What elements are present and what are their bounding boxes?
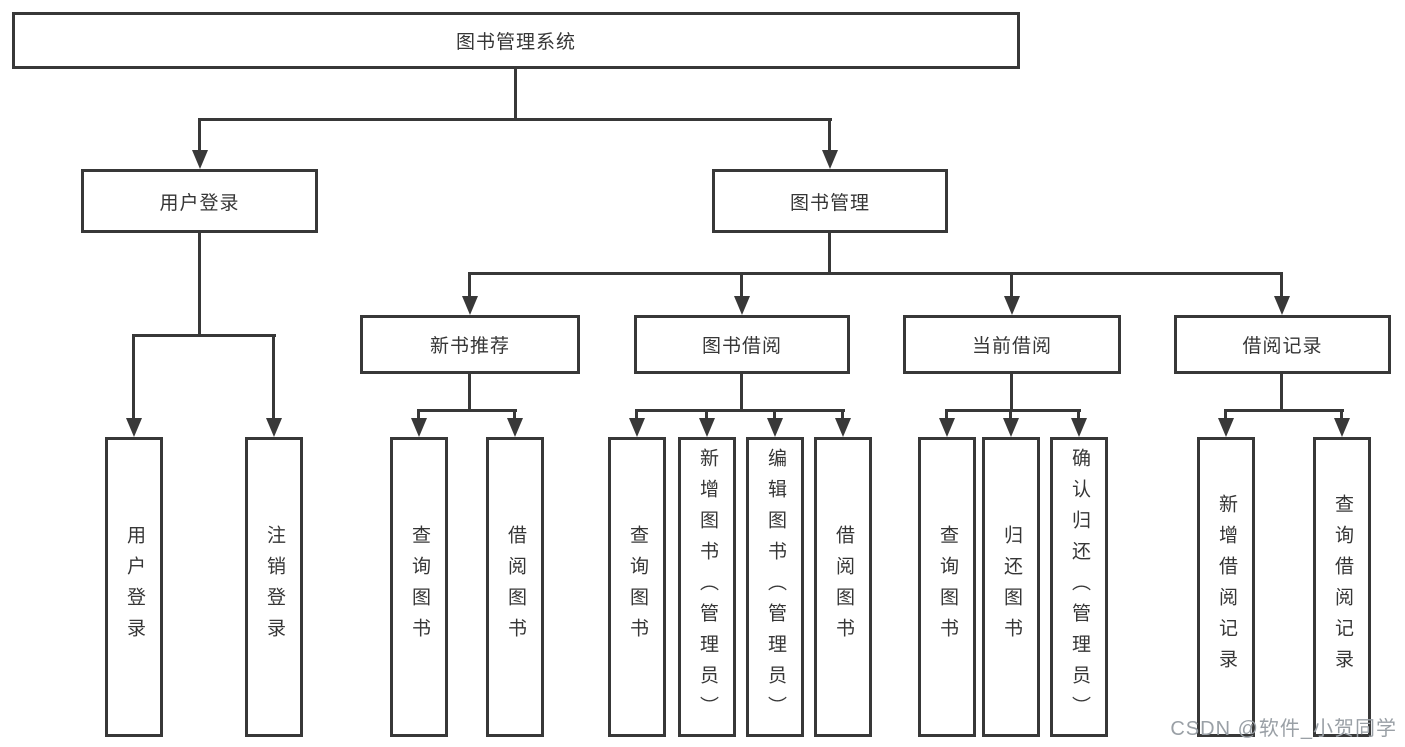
connector-arrow — [822, 150, 838, 169]
node-query-books-borrow: 查询图书 — [608, 437, 666, 737]
connector-line — [705, 409, 708, 421]
node-user-login: 用户登录 — [81, 169, 318, 233]
connector-line — [1224, 409, 1227, 421]
connector-line — [945, 409, 948, 421]
connector-arrow — [734, 296, 750, 315]
connector-line — [468, 272, 471, 298]
watermark: CSDN @软件_小贺同学 — [1170, 718, 1397, 740]
connector-line — [513, 409, 516, 421]
node-borrow-books-recommend: 借阅图书 — [486, 437, 544, 737]
connector-arrow — [1071, 418, 1087, 437]
connector-line — [1010, 272, 1013, 298]
connector-line — [272, 334, 275, 420]
node-current-borrow: 当前借阅 — [903, 315, 1121, 374]
connector-arrow — [1334, 418, 1350, 437]
connector-line — [828, 233, 831, 275]
node-add-books-admin: 新增图书（管理员） — [678, 437, 736, 737]
connector-line — [468, 374, 471, 412]
connector-line — [740, 272, 743, 298]
connector-line — [635, 409, 638, 421]
connector-line — [945, 409, 1081, 412]
connector-arrow — [939, 418, 955, 437]
node-logout-leaf: 注销登录 — [245, 437, 303, 737]
node-add-borrow-record: 新增借阅记录 — [1197, 437, 1255, 737]
connector-line — [417, 409, 517, 412]
connector-line — [635, 409, 845, 412]
node-query-books-recommend: 查询图书 — [390, 437, 448, 737]
node-return-books: 归还图书 — [982, 437, 1040, 737]
node-query-borrow-record: 查询借阅记录 — [1313, 437, 1371, 737]
connector-line — [198, 118, 832, 121]
node-confirm-return-admin: 确认归还（管理员） — [1050, 437, 1108, 737]
connector-line — [1010, 374, 1013, 412]
node-book-management: 图书管理 — [712, 169, 948, 233]
connector-line — [417, 409, 420, 421]
connector-arrow — [767, 418, 783, 437]
connector-line — [1077, 409, 1080, 421]
connector-line — [468, 272, 1283, 275]
connector-arrow — [1004, 296, 1020, 315]
connector-arrow — [192, 150, 208, 169]
connector-arrow — [507, 418, 523, 437]
node-query-books-current: 查询图书 — [918, 437, 976, 737]
connector-line — [740, 374, 743, 412]
connector-line — [1224, 409, 1344, 412]
connector-arrow — [1003, 418, 1019, 437]
connector-arrow — [126, 418, 142, 437]
connector-arrow — [835, 418, 851, 437]
connector-line — [514, 68, 517, 121]
node-root: 图书管理系统 — [12, 12, 1020, 69]
connector-line — [132, 334, 135, 420]
connector-arrow — [266, 418, 282, 437]
connector-line — [1009, 409, 1012, 421]
connector-line — [773, 409, 776, 421]
connector-line — [132, 334, 276, 337]
node-user-login-leaf: 用户登录 — [105, 437, 163, 737]
connector-line — [1280, 374, 1283, 412]
connector-line — [198, 118, 201, 152]
connector-line — [828, 118, 831, 152]
node-edit-books-admin: 编辑图书（管理员） — [746, 437, 804, 737]
connector-line — [1280, 272, 1283, 298]
connector-line — [841, 409, 844, 421]
node-new-book-recommend: 新书推荐 — [360, 315, 580, 374]
node-book-borrow: 图书借阅 — [634, 315, 850, 374]
connector-line — [1340, 409, 1343, 421]
connector-arrow — [462, 296, 478, 315]
node-borrow-records: 借阅记录 — [1174, 315, 1391, 374]
connector-arrow — [629, 418, 645, 437]
node-borrow-books-leaf: 借阅图书 — [814, 437, 872, 737]
connector-arrow — [699, 418, 715, 437]
connector-arrow — [411, 418, 427, 437]
connector-arrow — [1218, 418, 1234, 437]
connector-arrow — [1274, 296, 1290, 315]
connector-line — [198, 233, 201, 337]
